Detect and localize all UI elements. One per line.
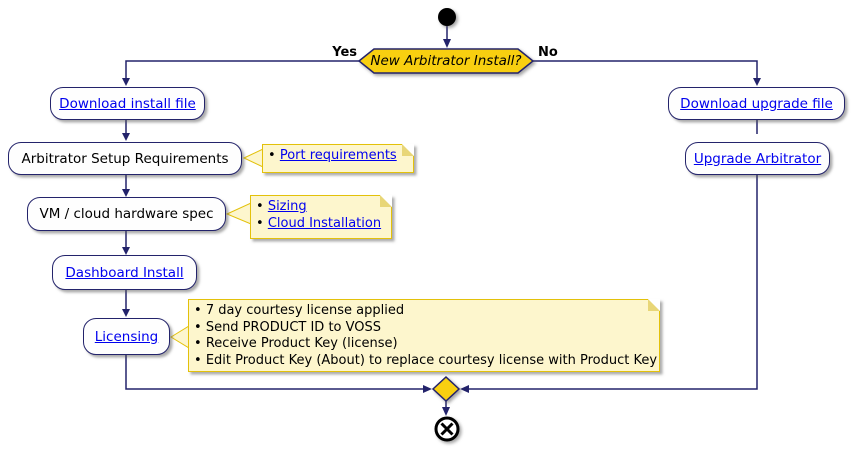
activity-download-upgrade: Download upgrade file <box>668 87 845 120</box>
flow-arrow-upgrade-to-merge <box>468 173 758 390</box>
start-node <box>438 8 456 26</box>
licensing-note-line-4: Edit Product Key (About) to replace cour… <box>205 352 658 368</box>
yes-branch-label: Yes <box>332 45 357 60</box>
note-item: 7 day courtesy license applied <box>194 303 649 320</box>
decision-label: New Arbitrator Install? <box>370 53 522 69</box>
arrowhead-icon <box>442 407 450 416</box>
flow-arrow-yes-branch <box>125 60 359 79</box>
note-item: Port requirements <box>268 148 403 165</box>
merge-diamond <box>431 375 461 403</box>
licensing-note-line-3: Receive Product Key (license) <box>205 336 398 351</box>
sizing-link[interactable]: Sizing <box>267 199 307 214</box>
note-sizing: Sizing Cloud Installation <box>250 195 392 239</box>
note-item: Edit Product Key (About) to replace cour… <box>194 353 657 370</box>
note-port-requirements: Port requirements <box>262 144 414 173</box>
arrowhead-icon <box>122 309 130 317</box>
setup-requirements-label: Arbitrator Setup Requirements <box>21 150 229 167</box>
hardware-spec-label: VM / cloud hardware spec <box>39 206 214 222</box>
download-upgrade-link[interactable]: Download upgrade file <box>680 95 833 112</box>
arrowhead-icon <box>122 189 130 197</box>
flow-arrow-no-branch <box>533 60 758 79</box>
arrowhead-icon <box>122 78 130 86</box>
licensing-link[interactable]: Licensing <box>94 328 159 345</box>
arrowhead-icon <box>460 385 469 393</box>
activity-download-install: Download install file <box>50 87 205 120</box>
activity-hardware-spec: VM / cloud hardware spec <box>27 197 226 231</box>
flow-lines <box>125 26 758 409</box>
decision-hexagon <box>357 48 535 74</box>
note-item: Receive Product Key (license) <box>194 336 649 353</box>
port-requirements-link[interactable]: Port requirements <box>279 148 397 163</box>
arrowhead-icon <box>423 385 432 393</box>
note-item: Sizing <box>256 199 381 216</box>
end-x-icon <box>440 422 454 436</box>
note-pointer-sizing <box>225 202 252 225</box>
note-item: Cloud Installation <box>256 216 381 233</box>
flow-arrow-licensing-to-merge <box>125 353 424 390</box>
activity-upgrade-arbitrator: Upgrade Arbitrator <box>685 142 830 175</box>
arrowhead-icon <box>122 133 130 141</box>
download-install-link[interactable]: Download install file <box>59 95 196 112</box>
activity-setup-requirements: Arbitrator Setup Requirements <box>8 142 242 175</box>
arrowhead-icon <box>753 78 761 86</box>
note-item: Send PRODUCT ID to VOSS <box>194 320 649 337</box>
activity-licensing: Licensing <box>83 318 170 355</box>
arrowhead-icon <box>122 247 130 255</box>
activity-dashboard-install: Dashboard Install <box>52 255 197 290</box>
upgrade-arbitrator-link[interactable]: Upgrade Arbitrator <box>693 150 822 167</box>
arrowhead-icon <box>443 39 451 48</box>
arrowheads <box>122 39 761 416</box>
licensing-note-line-1: 7 day courtesy license applied <box>205 303 405 318</box>
dashboard-install-link[interactable]: Dashboard Install <box>65 264 184 281</box>
end-node <box>434 416 460 442</box>
note-licensing: 7 day courtesy license applied Send PROD… <box>188 299 660 372</box>
licensing-note-line-2: Send PRODUCT ID to VOSS <box>205 319 382 335</box>
cloud-installation-link[interactable]: Cloud Installation <box>267 215 382 231</box>
no-branch-label: No <box>538 45 558 60</box>
note-pointer-ports <box>242 148 264 168</box>
note-pointer-licensing <box>170 325 190 349</box>
